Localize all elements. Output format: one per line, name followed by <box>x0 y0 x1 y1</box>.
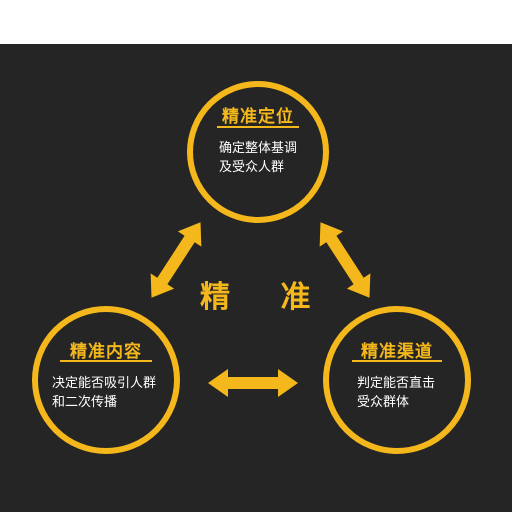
left-node-line-2: 和二次传播 <box>52 395 118 410</box>
top-node-line-1: 确定整体基调 <box>219 141 298 156</box>
left-circle <box>32 306 180 454</box>
left-node-title: 精准内容 <box>70 342 142 362</box>
center-label: 精 准 <box>200 280 331 315</box>
top-node-line-2: 及受众人群 <box>219 160 285 175</box>
top-circle <box>187 81 329 223</box>
right-node-title: 精准渠道 <box>361 342 433 362</box>
left-top-connector <box>150 222 202 298</box>
right-circle <box>323 306 471 454</box>
top-right-connector <box>319 222 371 298</box>
right-node-line-1: 判定能否直击 <box>357 376 436 391</box>
right-node-line-2: 受众群体 <box>357 395 410 410</box>
top-node-title: 精准定位 <box>222 107 294 127</box>
left-right-connector <box>208 369 298 397</box>
left-node-line-1: 决定能否吸引人群 <box>52 376 157 391</box>
diagram-background <box>0 44 512 512</box>
